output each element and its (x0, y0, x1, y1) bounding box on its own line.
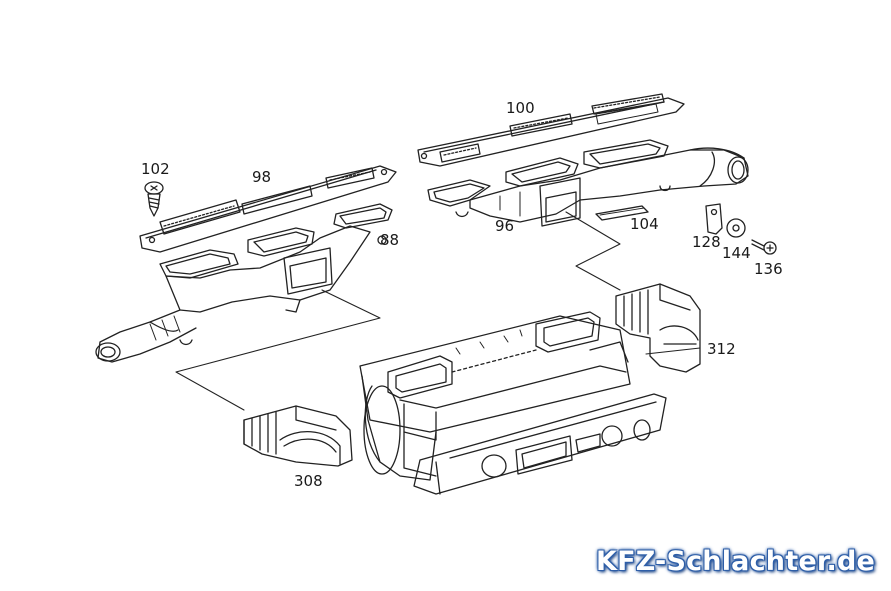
part-128-clip (705, 203, 723, 235)
center-heater-assembly (359, 311, 667, 495)
part-308-hose-elbow (243, 405, 353, 467)
part-312-hose-elbow (615, 283, 701, 373)
label-part-144: 144 (722, 244, 751, 262)
part-104-strip (595, 205, 649, 221)
label-part-312: 312 (707, 340, 736, 358)
part-100-vent-strip (417, 93, 685, 167)
part-102-screw (144, 181, 164, 217)
part-144-washer (726, 218, 746, 238)
label-part-104: 104 (630, 215, 659, 233)
label-part-98: 98 (252, 168, 272, 186)
part-98-vent-strip (139, 165, 397, 253)
label-part-128: 128 (692, 233, 721, 251)
label-part-308: 308 (294, 472, 323, 490)
label-part-136: 136 (754, 260, 783, 278)
leader-lines (175, 211, 701, 411)
watermark-logo: KFZ-Schlachter.de (595, 546, 875, 577)
label-part-96: 96 (495, 217, 515, 235)
label-part-100: 100 (506, 99, 535, 117)
label-part-88: 88 (380, 231, 400, 249)
part-136-screw (751, 239, 777, 255)
part-88-left-duct (95, 203, 393, 363)
part-96-right-duct (427, 139, 749, 227)
label-part-102: 102 (141, 160, 170, 178)
